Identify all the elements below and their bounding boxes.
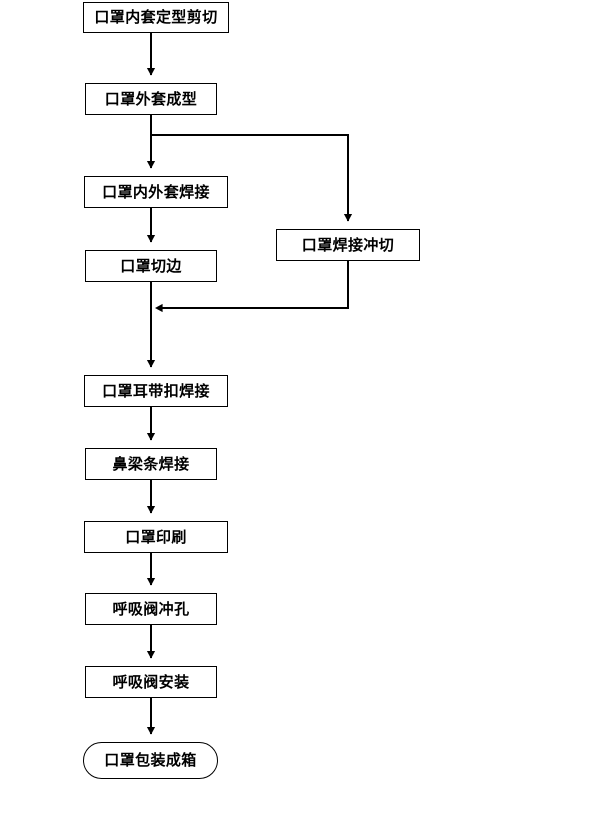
node-label: 口罩内套定型剪切 [94, 8, 218, 26]
node-mask-inner-shell-trim[interactable]: 口罩内套定型剪切 [83, 2, 229, 33]
node-label: 口罩切边 [120, 256, 182, 275]
node-label: 口罩包装成箱 [104, 751, 197, 769]
node-mask-packing-into-cartons[interactable]: 口罩包装成箱 [83, 742, 218, 779]
node-label: 口罩内外套焊接 [102, 182, 210, 201]
node-label: 呼吸阀安装 [112, 672, 190, 691]
edge-n5-return [155, 261, 349, 313]
node-breathing-valve-installation[interactable]: 呼吸阀安装 [85, 666, 217, 698]
node-label: 口罩印刷 [125, 527, 187, 546]
node-mask-printing[interactable]: 口罩印刷 [84, 521, 228, 553]
node-breathing-valve-punching[interactable]: 呼吸阀冲孔 [85, 593, 217, 625]
node-nose-bridge-welding[interactable]: 鼻梁条焊接 [85, 448, 217, 480]
node-label: 口罩外套成型 [104, 89, 198, 108]
node-label: 口罩焊接冲切 [301, 235, 395, 254]
node-mask-inner-outer-welding[interactable]: 口罩内外套焊接 [84, 176, 228, 208]
node-mask-earloop-buckle-welding[interactable]: 口罩耳带扣焊接 [84, 375, 228, 407]
node-label: 呼吸阀冲孔 [112, 599, 190, 618]
node-mask-weld-punch-cut[interactable]: 口罩焊接冲切 [276, 229, 420, 261]
node-mask-edge-cutting[interactable]: 口罩切边 [85, 250, 217, 282]
edge-n2-n5-branch [151, 134, 353, 222]
node-label: 口罩耳带扣焊接 [102, 381, 210, 400]
node-mask-outer-shell-forming[interactable]: 口罩外套成型 [85, 83, 217, 115]
node-label: 鼻梁条焊接 [112, 454, 190, 473]
